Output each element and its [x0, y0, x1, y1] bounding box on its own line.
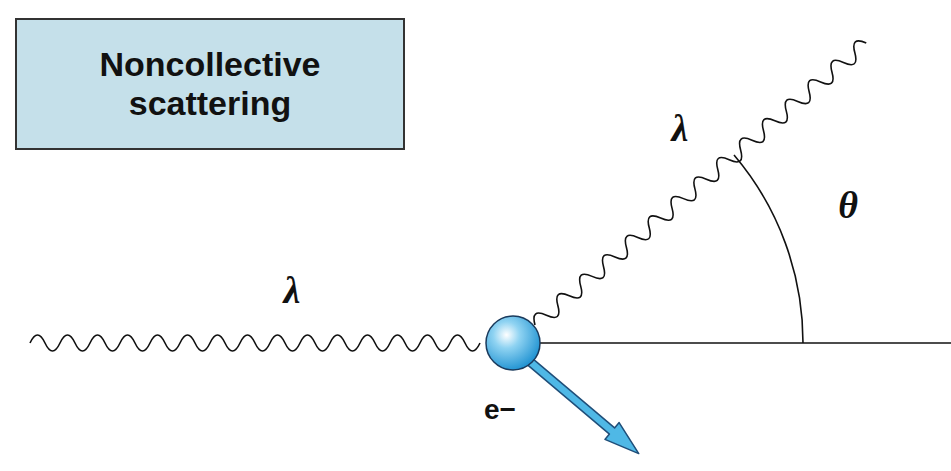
wavelength-label: λ — [284, 268, 301, 312]
recoil-arrow — [521, 352, 646, 462]
wavelength-label: λ — [672, 106, 689, 150]
title-box: Noncollective scattering — [15, 18, 405, 150]
box-title: Noncollective scattering — [31, 45, 389, 123]
angle-label: θ — [838, 183, 858, 227]
angle-arc — [734, 155, 803, 343]
electron-label: e− — [484, 394, 516, 426]
scattered-wave — [530, 37, 872, 331]
axis-line — [540, 342, 951, 344]
incoming-wave — [30, 335, 480, 351]
electron-ball — [486, 316, 540, 370]
